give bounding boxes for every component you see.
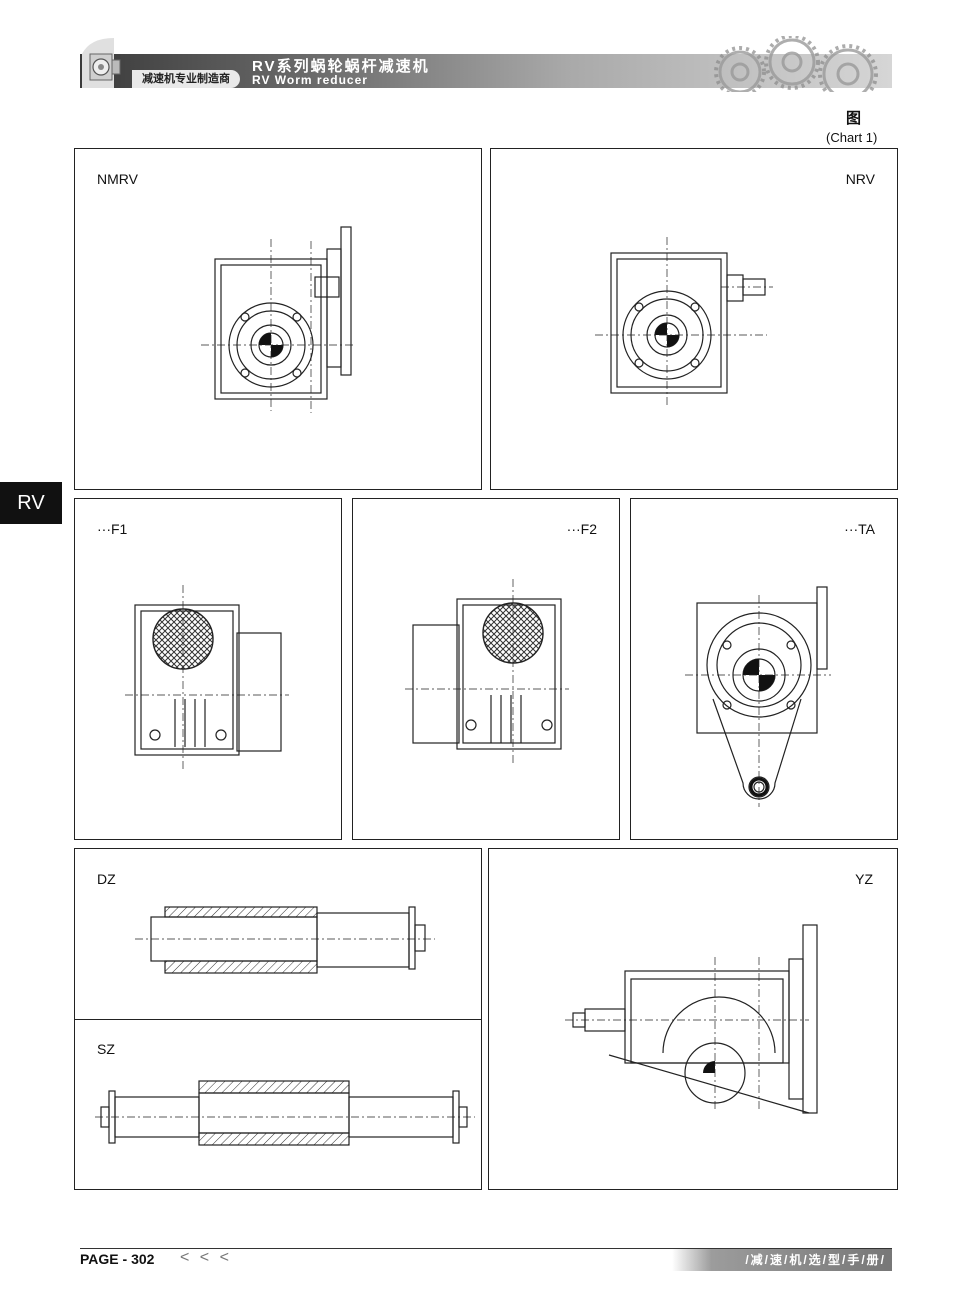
- section-tab-rv: RV: [0, 482, 62, 524]
- page-arrows: < < <: [180, 1249, 232, 1266]
- panel-nmrv: NMRV: [74, 148, 482, 490]
- panel-nrv: NRV: [490, 148, 898, 490]
- panel-label-sz: SZ: [97, 1041, 115, 1057]
- panel-ta: ···TA: [630, 498, 898, 840]
- panel-divider: [75, 1019, 481, 1020]
- header-title-en: RV Worm reducer: [252, 73, 368, 87]
- nmrv-reducer-drawing: [201, 226, 355, 413]
- figure-subtitle: (Chart 1): [826, 130, 878, 145]
- dz-sz-shaft-drawing: [95, 906, 475, 1146]
- figure-title: 图: [846, 110, 862, 127]
- f2-reducer-drawing: [405, 579, 569, 765]
- panel-label-ta: ···TA: [844, 521, 875, 537]
- page-number: PAGE - 302: [80, 1251, 155, 1267]
- panel-yz: YZ: [488, 848, 898, 1190]
- panel-label-dz: DZ: [97, 871, 116, 887]
- panel-f2: ···F2: [352, 498, 620, 840]
- footer-manual-tag: /减/速/机/选/型/手/册/: [672, 1249, 892, 1271]
- f1-reducer-drawing: [125, 585, 289, 771]
- footer-rule: [80, 1248, 892, 1249]
- ta-reducer-drawing: [685, 586, 831, 807]
- gears-decoration-icon: [714, 36, 878, 92]
- gearbox-logo-icon: [82, 38, 121, 88]
- panel-label-f1: ···F1: [97, 521, 128, 537]
- panel-label-f2: ···F2: [566, 521, 597, 537]
- panel-f1: ···F1: [74, 498, 342, 840]
- header-title-cn: RV系列蜗轮蜗杆减速机: [252, 58, 430, 75]
- header-tagline: 减速机专业制造商: [132, 70, 240, 88]
- nrv-reducer-drawing: [595, 237, 773, 405]
- yz-reducer-drawing: [565, 924, 818, 1114]
- panel-label-nrv: NRV: [845, 171, 875, 187]
- panel-dz-sz: DZ SZ: [74, 848, 482, 1190]
- panel-label-yz: YZ: [855, 871, 873, 887]
- panel-label-nmrv: NMRV: [97, 171, 138, 187]
